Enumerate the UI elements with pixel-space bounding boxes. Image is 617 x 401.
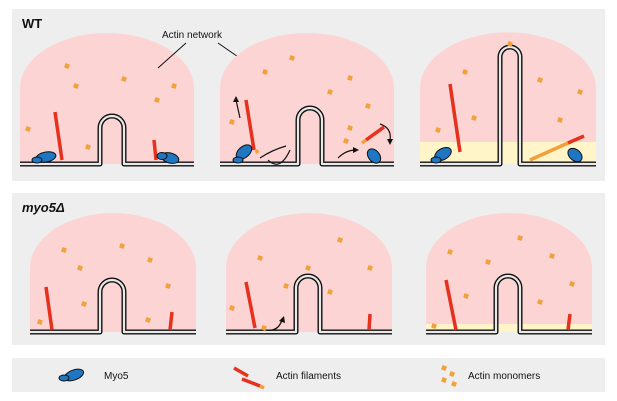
myo5 — [567, 147, 583, 163]
cytoplasm — [30, 213, 196, 332]
actin-filament — [244, 99, 256, 151]
myo5 — [430, 146, 452, 164]
legend-monomers-label: Actin monomers — [468, 371, 540, 382]
actin-filament — [254, 149, 260, 154]
cytoplasm — [420, 32, 596, 164]
panel-myo5-2 — [226, 213, 392, 335]
monomer-pool — [420, 142, 596, 164]
legend-myo5-label: Myo5 — [104, 371, 129, 382]
legend-bg — [12, 358, 605, 392]
panel-wt-3 — [420, 32, 596, 167]
legend-myo5-icon — [58, 368, 85, 382]
actin-filament — [448, 83, 462, 153]
panel-myo5-1 — [30, 213, 196, 335]
legend-filaments-label: Actin filaments — [276, 371, 341, 382]
panel-wt-2 — [220, 33, 394, 167]
panel-myo5-3 — [426, 213, 592, 335]
actin-filament — [152, 139, 158, 161]
arrow — [235, 99, 241, 119]
cytoplasm — [226, 213, 392, 332]
actin-filament — [444, 279, 458, 331]
arrow — [265, 319, 283, 331]
arrow — [267, 149, 291, 165]
cytoplasm — [220, 33, 394, 164]
myo5 — [156, 152, 180, 164]
annotation-line-1 — [157, 42, 187, 69]
row-label-myo5: myo5Δ — [22, 200, 65, 215]
actin-filament — [364, 125, 386, 142]
actin-filament — [53, 111, 64, 161]
panel-wt-1: Actin network — [20, 30, 261, 167]
arrow — [259, 145, 287, 159]
myo5 — [232, 144, 253, 164]
row-label-wt: WT — [22, 16, 42, 31]
legend: Myo5 Actin filaments Actin monomers — [58, 365, 540, 390]
myo5 — [31, 151, 57, 164]
myo5 — [366, 148, 382, 164]
actin-filament — [529, 141, 569, 162]
actin-filament — [168, 311, 174, 331]
actin-network-label: Actin network — [162, 30, 223, 41]
monomer-pool — [426, 324, 592, 332]
cytoplasm — [426, 213, 592, 332]
actin-filament — [567, 134, 585, 145]
actin-filament — [566, 313, 572, 331]
actin-filament — [44, 286, 54, 331]
cytoplasm — [20, 33, 194, 164]
actin-filament — [367, 313, 372, 331]
legend-filament-icon — [233, 366, 265, 390]
actin-filament — [244, 281, 257, 329]
arrow — [379, 123, 391, 141]
actin-filament — [360, 138, 368, 145]
